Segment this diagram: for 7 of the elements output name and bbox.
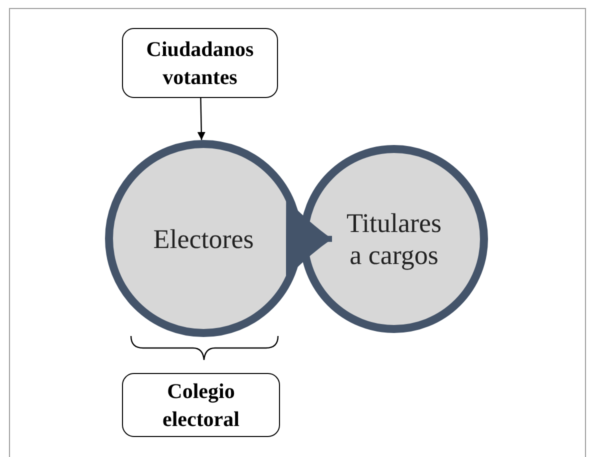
node-label: Titulares a cargos [345,207,442,271]
text-box [122,28,278,98]
node-label: Ciudadanos votantes [145,36,255,91]
text-box [122,373,280,437]
node-label: Colegio electoral [162,378,240,433]
node-label: Electores [153,222,254,254]
arrow [197,98,206,140]
